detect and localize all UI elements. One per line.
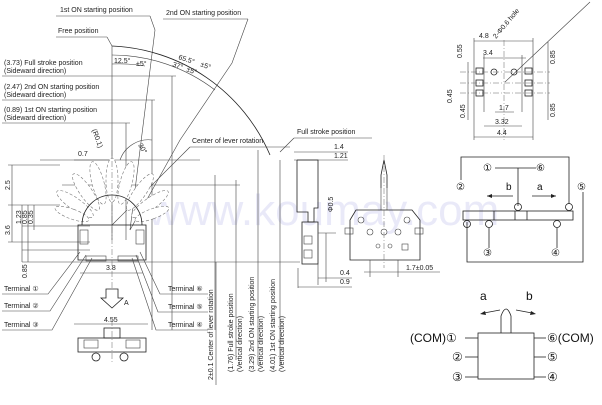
svg-text:(Vertical direction): (Vertical direction) xyxy=(258,316,265,372)
dim-1-7-tol: 1.7±0.05 xyxy=(406,265,433,272)
dim-0-85a: 0.85 xyxy=(22,210,29,224)
dim-1-21: 1.21 xyxy=(334,153,348,160)
view-label-a: A xyxy=(124,300,129,307)
dim-0-9: 0.9 xyxy=(340,279,350,286)
circuit-node-2: ② xyxy=(456,182,465,193)
svg-text:(Sideward direction): (Sideward direction) xyxy=(4,92,66,99)
profile-body xyxy=(301,221,319,265)
schematic-pin-3: ③ xyxy=(452,370,463,384)
label-second-on-vertical: (3.29) 2nd ON starting position xyxy=(249,277,256,372)
dim-0-7: 0.7 xyxy=(78,151,88,158)
terminal-6-label: Terminal ⑥ xyxy=(168,285,203,293)
dim-3-4: 3.4 xyxy=(483,50,493,57)
dim-0-85b: 0.85 xyxy=(22,264,29,278)
label-center-rotation: Center of lever rotation xyxy=(192,138,263,145)
dim-0-45b: 0.45 xyxy=(460,104,467,118)
circuit-node-3: ③ xyxy=(483,248,492,259)
angle-37-tol: ±5° xyxy=(185,65,198,76)
dim-1-4: 1.4 xyxy=(334,144,344,151)
label-full-stroke-side: (3.73) Full stroke position xyxy=(4,60,83,67)
schematic-symbol: a b (COM)① ② ③ ⑥(COM) ⑤ ④ xyxy=(410,289,594,384)
dim-1-7: 1.7 xyxy=(499,105,509,112)
label-free: Free position xyxy=(58,28,99,35)
schematic-label-a: a xyxy=(480,289,487,303)
schematic-pin-1-com: (COM)① xyxy=(410,331,457,345)
dim-2-5: 2.5 xyxy=(5,180,12,190)
label-full-stroke-vertical: (1.76) Full stroke position xyxy=(228,293,235,372)
schematic-label-b: b xyxy=(526,289,533,303)
dim-phi-0-5: Φ0.5 xyxy=(328,197,335,212)
circuit-node-4: ④ xyxy=(551,248,560,259)
side-view: 1st ON starting position 2nd ON starting… xyxy=(2,7,372,385)
label-second-on: 2nd ON starting position xyxy=(166,10,241,17)
svg-text:(Sideward direction): (Sideward direction) xyxy=(4,115,66,122)
svg-text:(Vertical direction): (Vertical direction) xyxy=(279,316,286,372)
dim-3-8: 3.8 xyxy=(106,265,116,272)
dim-4-55: 4.55 xyxy=(104,317,118,324)
terminal-2-label: Terminal ② xyxy=(4,302,39,310)
angle-65-5-tol: ±5° xyxy=(199,60,212,71)
front-view: 1.7±0.05 xyxy=(344,155,440,277)
label-second-on-side: (2.47) 2nd ON starting position xyxy=(4,84,99,91)
dim-4-4: 4.4 xyxy=(497,130,507,137)
svg-text:(Vertical direction): (Vertical direction) xyxy=(237,316,244,372)
stroke-arc xyxy=(111,45,271,156)
schematic-lever xyxy=(500,308,512,333)
lever-positions xyxy=(54,157,170,223)
bottom-view-body xyxy=(77,337,147,353)
terminal-5-label: Terminal ⑤ xyxy=(168,303,203,311)
schematic-pin-4: ④ xyxy=(547,370,558,384)
terminal-1-label: Terminal ① xyxy=(4,285,39,293)
front-body xyxy=(349,209,421,261)
dim-1-23: 1.23 xyxy=(16,210,23,224)
dim-0-85a: 0.85 xyxy=(550,50,557,64)
dim-r0-1: (R0.1) xyxy=(90,128,103,149)
circuit-node-6: ⑥ xyxy=(536,163,545,174)
dim-3-6: 3.6 xyxy=(5,225,12,235)
circuit-label-b: b xyxy=(506,182,512,193)
circuit-node-5: ⑤ xyxy=(577,182,586,193)
view-arrow-a xyxy=(99,288,125,309)
watermark: www.koumay.com xyxy=(147,186,499,235)
label-full-stroke: Full stroke position xyxy=(297,129,355,136)
label-first-on-side: (0.89) 1st ON starting position xyxy=(4,107,97,114)
internal-circuit: ① ⑥ ② ⑤ b a ③ ④ xyxy=(456,156,586,263)
schematic-pin-2: ② xyxy=(452,350,463,364)
dim-0-55: 0.55 xyxy=(457,44,464,58)
profile-view: 1.4 1.21 Φ0.5 0.4 0.9 xyxy=(294,144,352,288)
label-first-on-vertical: (4.01) 1st ON starting position xyxy=(270,279,277,372)
slide-contact xyxy=(462,210,574,221)
angle-37: 37° xyxy=(171,60,184,71)
schematic-body xyxy=(477,332,535,380)
label-center-rotation-vertical: 2±0.1 Center of lever rotation xyxy=(208,289,215,380)
dim-0-4: 0.4 xyxy=(340,270,350,277)
schematic-pin-6-com: ⑥(COM) xyxy=(547,331,594,345)
schematic-pin-5: ⑤ xyxy=(547,350,558,364)
dim-3-32: 3.32 xyxy=(495,119,509,126)
terminal-4-label: Terminal ④ xyxy=(168,321,203,329)
label-first-on: 1st ON starting position xyxy=(60,7,133,14)
circuit-label-a: a xyxy=(537,182,543,193)
angle-12-5: 12.5° xyxy=(114,57,131,65)
hole-label: 2-Φ0.6 hole xyxy=(492,8,521,41)
circuit-node-1: ① xyxy=(483,163,492,174)
pcb-footprint: 2-Φ0.6 hole 4.8 3.4 0.55 0.45 0.45 0.85 … xyxy=(447,1,591,140)
angle-30: 30° xyxy=(136,142,148,155)
dim-0-35: 0.35 xyxy=(28,210,35,224)
dim-4-8: 4.8 xyxy=(479,33,489,40)
angle-12-5-tol: ±5° xyxy=(136,60,147,68)
dim-0-85b: 0.85 xyxy=(550,103,557,117)
terminal-3-label: Terminal ③ xyxy=(4,321,39,329)
dim-0-45a: 0.45 xyxy=(447,89,454,103)
svg-text:(Sideward direction): (Sideward direction) xyxy=(4,68,66,75)
